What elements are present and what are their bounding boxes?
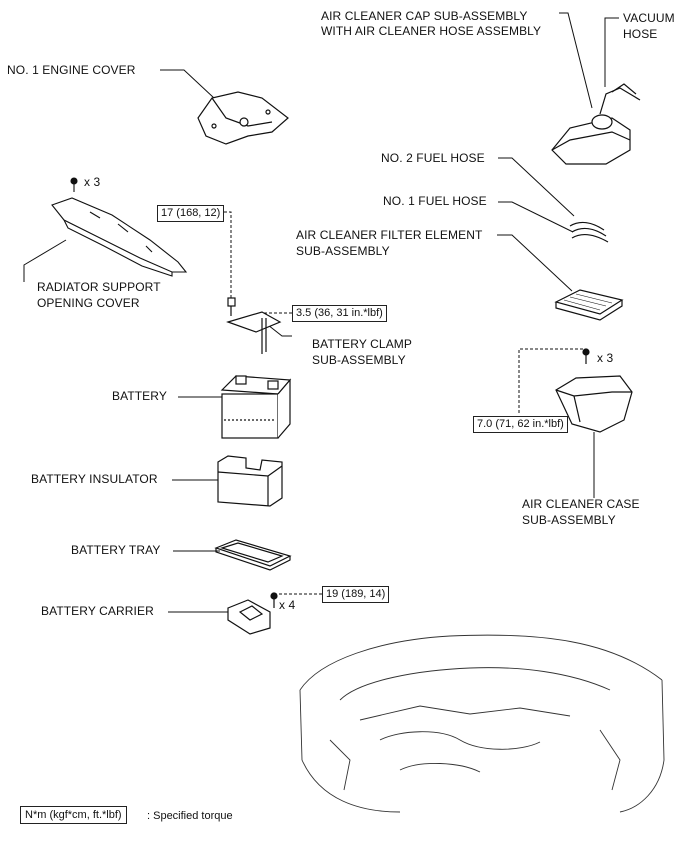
battery-clamp-part [226,297,282,354]
aircleaner-cap-label-line2: WITH AIR CLEANER HOSE ASSEMBLY [321,24,542,38]
leader-torque-clamp-nut [224,211,232,298]
aircleaner-cap-part [551,83,641,165]
leader-engine-cover [160,69,215,99]
fuel-hoses-part [569,221,609,243]
fuel-hose-2-label: NO. 2 FUEL HOSE [381,151,485,165]
engine-cover-part [197,91,289,145]
leader-fuel-hose-1 [498,201,574,233]
battery-tray-part [214,539,292,571]
leader-aircleaner-cap [559,12,593,109]
leader-filter [497,234,573,292]
fuel-hose-1-label: NO. 1 FUEL HOSE [383,194,487,208]
battery-label: BATTERY [112,389,167,403]
torque-carrier-bolt: 19 (189, 14) [322,586,390,603]
legend-unit-box: N*m (kgf*cm, ft.*lbf) [20,806,127,824]
vacuum-hose-label-line2: HOSE [623,27,658,41]
torque-case-bolt: 7.0 (71, 62 in.*lbf) [473,416,568,433]
leader-clamp [267,324,292,337]
vacuum-hose-label-line1: VACUUM [623,11,675,25]
battery-insulator-part [217,455,283,507]
engine-cover-label: NO. 1 ENGINE COVER [7,63,136,77]
battery-tray-label: BATTERY TRAY [71,543,161,557]
battery-insulator-label: BATTERY INSULATOR [31,472,158,486]
filter-element-part [554,289,624,321]
engine-bay-outline [299,634,665,813]
battery-part [220,375,292,439]
aircleaner-cap-label-line1: AIR CLEANER CAP SUB-ASSEMBLY [321,9,528,23]
carrier-bolt-count: x 4 [279,598,296,612]
case-bolt-count: x 3 [597,351,614,365]
leader-torque-case [518,348,584,413]
torque-clamp-nut: 17 (168, 12) [157,205,225,222]
leader-radiator [23,239,67,282]
aircleaner-case-part [555,348,633,433]
leader-fuel-hose-2 [498,157,575,217]
aircleaner-case-label-line1: AIR CLEANER CASE [522,497,640,511]
filter-element-label-line1: AIR CLEANER FILTER ELEMENT [296,228,483,242]
battery-clamp-label-line2: SUB-ASSEMBLY [312,353,406,367]
battery-carrier-label: BATTERY CARRIER [41,604,154,618]
radiator-clip-count: x 3 [84,175,101,189]
battery-clamp-label-line1: BATTERY CLAMP [312,337,412,351]
filter-element-label-line2: SUB-ASSEMBLY [296,244,390,258]
torque-clamp-bolt: 3.5 (36, 31 in.*lbf) [292,305,387,322]
radiator-cover-label-line1: RADIATOR SUPPORT [37,280,161,294]
battery-carrier-part [227,592,278,635]
aircleaner-case-label-line2: SUB-ASSEMBLY [522,513,616,527]
radiator-cover-label-line2: OPENING COVER [37,296,140,310]
legend-description: : Specified torque [147,810,233,822]
radiator-cover-part [51,177,188,277]
leader-vacuum-hose [604,17,619,87]
